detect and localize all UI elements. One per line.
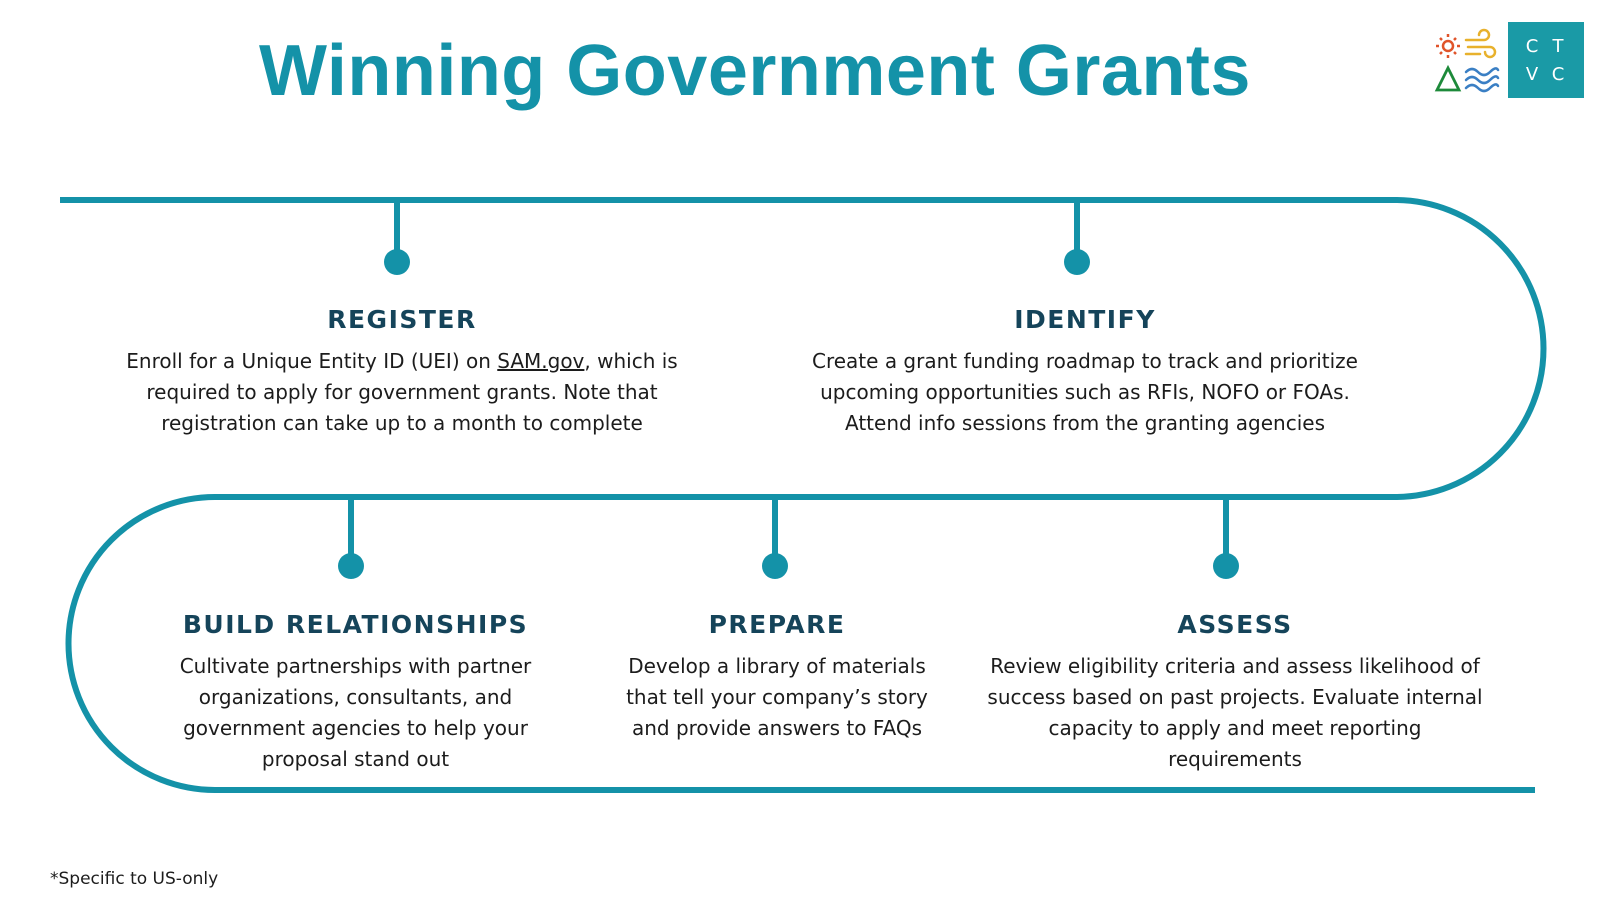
- step-register: REGISTER Enroll for a Unique Entity ID (…: [112, 305, 692, 439]
- ctvc-logo: C T V C: [1434, 22, 1584, 98]
- node-register: [384, 249, 410, 275]
- step-assess-text: Review eligibility criteria and assess l…: [987, 654, 1483, 771]
- page-title: Winning Government Grants: [259, 31, 1251, 111]
- sam-gov-link[interactable]: SAM.gov: [497, 349, 585, 373]
- step-build-relationships: BUILD RELATIONSHIPS Cultivate partnershi…: [168, 610, 543, 775]
- step-assess: ASSESS Review eligibility criteria and a…: [985, 610, 1485, 775]
- logo-letter-c2: C: [1551, 63, 1567, 85]
- timeline-track: [60, 197, 1547, 793]
- step-register-text-before: Enroll for a Unique Entity ID (UEI) on: [126, 349, 498, 373]
- water-icon: [1464, 67, 1500, 93]
- sun-icon: [1436, 34, 1460, 58]
- step-identify-text: Create a grant funding roadmap to track …: [812, 349, 1358, 435]
- step-assess-heading: ASSESS: [1177, 610, 1293, 639]
- step-prepare: PREPARE Develop a library of materials t…: [615, 610, 939, 744]
- step-register-heading: REGISTER: [327, 305, 477, 334]
- step-identify: IDENTIFY Create a grant funding roadmap …: [790, 305, 1380, 439]
- logo-box: C T V C: [1508, 22, 1584, 98]
- step-prepare-heading: PREPARE: [708, 610, 846, 639]
- logo-letter-t: T: [1552, 35, 1566, 57]
- node-assess: [1213, 553, 1239, 579]
- logo-letter-c1: C: [1525, 35, 1541, 57]
- step-build-heading: BUILD RELATIONSHIPS: [182, 610, 529, 639]
- node-identify: [1064, 249, 1090, 275]
- footnote: *Specific to US-only: [50, 869, 219, 889]
- logo-icons: [1434, 28, 1500, 93]
- node-prepare: [762, 553, 788, 579]
- logo-letter-v: V: [1525, 63, 1541, 85]
- step-build-text: Cultivate partnerships with partner orga…: [179, 654, 532, 771]
- step-identify-heading: IDENTIFY: [1014, 305, 1156, 334]
- node-build: [338, 553, 364, 579]
- wind-icon: [1464, 28, 1497, 59]
- step-prepare-text: Develop a library of materials that tell…: [626, 654, 928, 740]
- step-register-text-after: , which is required to apply for governm…: [146, 349, 678, 435]
- step-register-text: Enroll for a Unique Entity ID (UEI) on S…: [112, 346, 692, 439]
- mountain-icon: [1434, 64, 1462, 92]
